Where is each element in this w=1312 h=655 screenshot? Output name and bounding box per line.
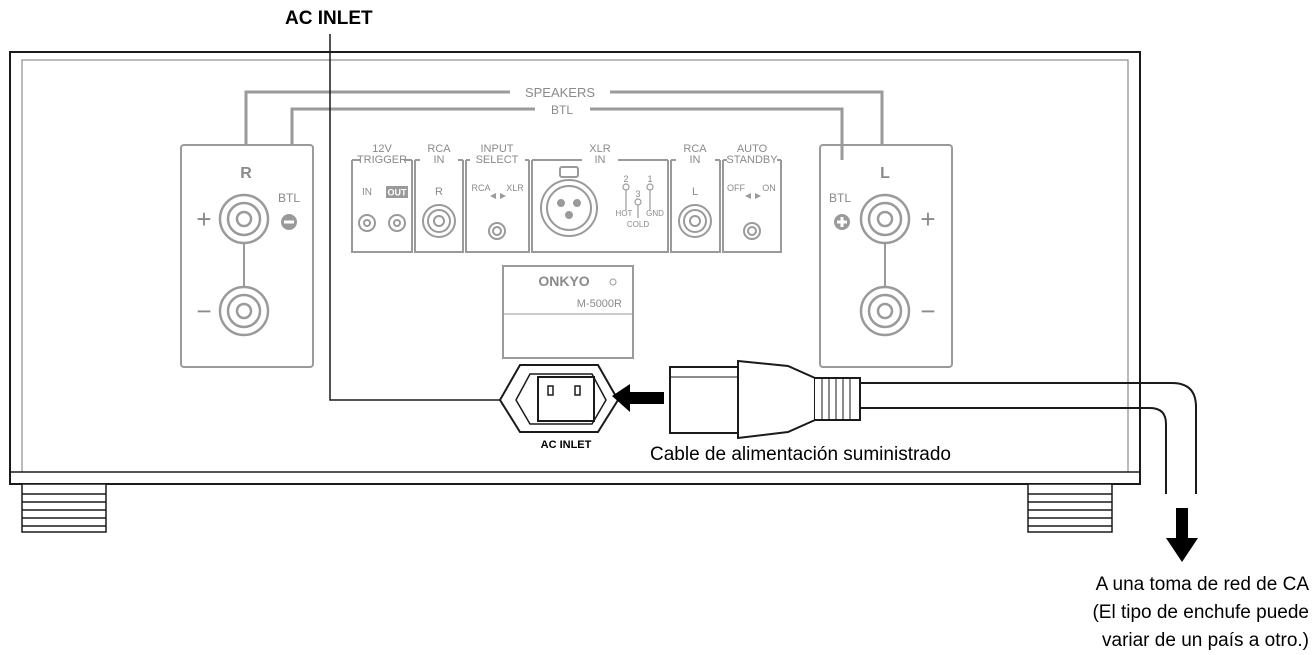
right-binding-post-minus[interactable] — [218, 285, 270, 337]
foot-left — [21, 483, 107, 533]
trigger-in-jack[interactable] — [358, 214, 376, 232]
xlr-pin-1: 1 — [647, 174, 652, 184]
xlr-jack[interactable] — [540, 166, 598, 237]
speakers-bracket — [244, 90, 884, 160]
input-select-arrows-icon — [490, 193, 506, 199]
btl-label: BTL — [551, 103, 573, 117]
rca-in-left-title-2: IN — [690, 154, 701, 166]
model-label: M-5000R — [577, 298, 622, 310]
left-binding-post-minus[interactable] — [859, 285, 911, 337]
destination-note: A una toma de red de CA (El tipo de ench… — [1092, 571, 1309, 655]
left-minus-sign: − — [920, 296, 935, 326]
trigger-title-1: 12V — [372, 143, 392, 155]
left-binding-post-plus[interactable] — [859, 193, 911, 245]
xlr-pin-3: 3 — [635, 189, 640, 199]
left-channel-label: L — [880, 165, 890, 182]
callout-leader-line — [329, 34, 500, 401]
xlr-cold-label: COLD — [627, 220, 649, 229]
trigger-out-jack[interactable] — [388, 214, 406, 232]
right-speaker-panel — [180, 144, 314, 368]
rca-in-left-channel: L — [692, 186, 698, 198]
speakers-label: SPEAKERS — [525, 85, 595, 100]
trigger-out-label: OUT — [388, 188, 408, 198]
power-plug[interactable] — [669, 359, 861, 440]
auto-standby-title-2: STANDBY — [726, 154, 778, 166]
auto-standby-arrows-icon — [745, 193, 761, 199]
power-cable — [860, 382, 1197, 494]
right-minus-sign: − — [196, 296, 211, 326]
input-select-rca: RCA — [471, 183, 490, 193]
destination-line-2: (El tipo de enchufe puede — [1092, 602, 1309, 623]
insert-arrow-icon — [612, 384, 664, 412]
xlr-hot-label: HOT — [616, 209, 633, 218]
right-channel-label: R — [240, 165, 252, 182]
down-arrow-icon — [1166, 508, 1198, 562]
rca-in-right-title-1: RCA — [427, 143, 451, 155]
trigger-title-2: TRIGGER — [357, 154, 407, 166]
input-section-frames — [351, 159, 782, 253]
btl-left-label: BTL — [829, 191, 851, 205]
auto-standby-switch[interactable] — [743, 222, 761, 240]
xlr-gnd-label: GND — [646, 209, 664, 218]
btl-right-label: BTL — [278, 191, 300, 205]
input-select-title-2: SELECT — [476, 154, 519, 166]
rca-in-right-title-2: IN — [434, 154, 445, 166]
chassis — [9, 51, 1141, 485]
auto-standby-title-1: AUTO — [737, 143, 768, 155]
destination-line-3: variar de un país a otro.) — [1102, 630, 1309, 651]
rca-in-right-channel: R — [435, 186, 443, 198]
xlr-pinout-diagram — [622, 183, 654, 218]
rca-in-left-title-1: RCA — [683, 143, 707, 155]
xlr-title-1: XLR — [589, 143, 610, 155]
auto-standby-on: ON — [762, 183, 776, 193]
ac-inlet-callout: AC INLET — [285, 8, 373, 29]
foot-right — [1027, 483, 1113, 533]
right-plus-sign: + — [196, 204, 211, 234]
trigger-out-badge — [386, 186, 408, 198]
trigger-in-label: IN — [362, 187, 372, 198]
ac-inlet-small-label: AC INLET — [541, 439, 592, 451]
registered-mark-icon — [609, 278, 617, 286]
left-speaker-panel — [819, 144, 953, 368]
xlr-title-2: IN — [595, 154, 606, 166]
btl-plus-icon — [834, 214, 850, 230]
right-binding-post-plus[interactable] — [218, 193, 270, 245]
rca-in-left-jack[interactable] — [678, 204, 712, 238]
input-select-xlr: XLR — [506, 183, 524, 193]
left-plus-sign: + — [920, 204, 935, 234]
ac-inlet-socket[interactable] — [498, 364, 620, 433]
input-select-title-1: INPUT — [481, 143, 514, 155]
cable-label: Cable de alimentación suministrado — [650, 444, 951, 465]
xlr-pin-2: 2 — [623, 174, 628, 184]
destination-line-1: A una toma de red de CA — [1095, 574, 1309, 595]
input-select-switch[interactable] — [488, 222, 506, 240]
rca-in-right-jack[interactable] — [422, 204, 456, 238]
btl-minus-icon — [281, 214, 297, 230]
brand-logo: ONKYO — [538, 273, 589, 289]
auto-standby-off: OFF — [727, 183, 745, 193]
nameplate — [502, 265, 634, 359]
